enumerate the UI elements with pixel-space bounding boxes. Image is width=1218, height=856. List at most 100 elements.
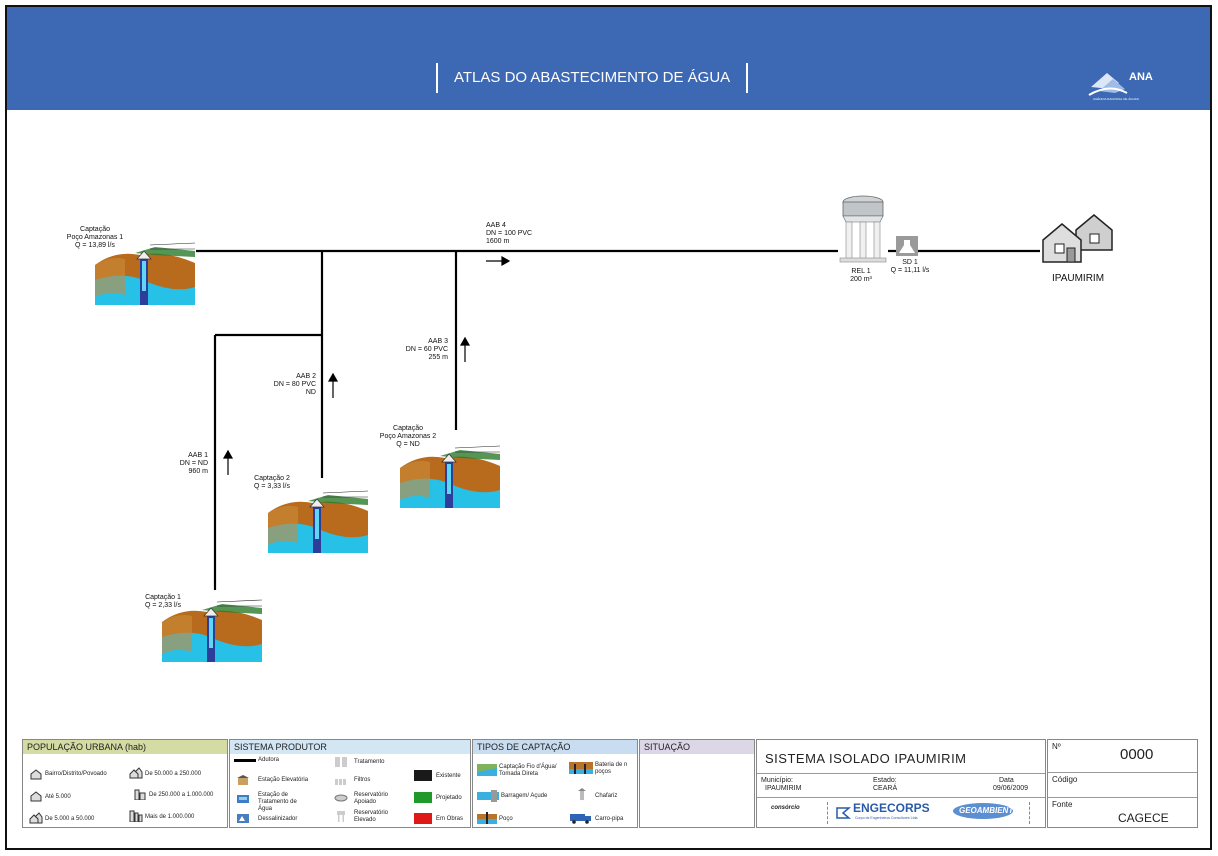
- legend-sistema-item: Dessalinizador: [258, 816, 298, 822]
- legend-situacao-header: SITUAÇÃO: [640, 740, 754, 754]
- legend-pop-item: De 250.000 a 1.000.000: [149, 792, 214, 798]
- legend-sistema-produtor: SISTEMA PRODUTOR Adutora Tratamento Esta…: [229, 739, 471, 828]
- estado-value: CEARÁ: [873, 785, 898, 792]
- treatment-small-icon: [335, 757, 347, 767]
- header-bar: ATLAS DO ABASTECIMENTO DE ÁGUA ANA AGÊNC…: [7, 7, 1210, 110]
- well-icon: [94, 242, 196, 306]
- engecorps-logo-icon: [836, 807, 851, 819]
- engecorps-subtext: Corpo de Engenheiros Consultores Ltda: [855, 816, 918, 820]
- house-icon: [30, 791, 42, 802]
- titleblock: SISTEMA ISOLADO IPAUMIRIM Município: IPA…: [756, 739, 1046, 828]
- atlas-sheet: ATLAS DO ABASTECIMENTO DE ÁGUA ANA AGÊNC…: [5, 5, 1212, 850]
- status-existente-label: Existente: [436, 773, 461, 779]
- legend-pop-item: Mais de 1.000.000: [145, 814, 195, 820]
- legend-tipos-item: Barragem/ Açude: [501, 793, 548, 799]
- data-value: 09/06/2009: [993, 785, 1029, 792]
- system-name: SISTEMA ISOLADO IPAUMIRIM: [765, 751, 967, 766]
- legend-pop-item: De 5.000 a 50.000: [45, 816, 95, 822]
- legend-sistema-item: Filtros: [354, 777, 371, 783]
- status-em-obras-label: Em Obras: [436, 816, 464, 822]
- water-supply-diagram: [94, 195, 1113, 663]
- water-truck-icon: [570, 814, 591, 824]
- fonte-label: Fonte: [1052, 800, 1073, 809]
- city-houses-icon: [1042, 214, 1113, 263]
- skyscrapers-icon: [129, 810, 143, 822]
- houses-icon: [29, 812, 43, 824]
- numero-label: Nº: [1052, 742, 1061, 751]
- code-block: Nº 0000 Código Fonte CAGECE: [1047, 739, 1198, 828]
- pump-station-icon: [237, 775, 249, 785]
- status-existente-swatch: [414, 770, 432, 781]
- codigo-label: Código: [1052, 775, 1078, 784]
- legend-tipos-item: Bateria de n poços: [595, 762, 628, 775]
- legend-tipos-item: Carro-pipa: [595, 816, 624, 822]
- ana-logo-text: ANA: [1129, 71, 1153, 83]
- fonte-value: CAGECE: [1118, 811, 1169, 825]
- house-small-icon: [30, 769, 42, 780]
- engecorps-logo: ENGECORPS: [853, 801, 930, 815]
- well-icon: [267, 490, 369, 554]
- legend-tipos-item: Captação Fio d'Água/ Tomada Direta: [499, 764, 557, 777]
- treatment-icon: [896, 236, 918, 256]
- legend-populacao: POPULAÇÃO URBANA (hab) Bairro/Distrito/P…: [22, 739, 228, 828]
- adutora-line-icon: [234, 759, 256, 762]
- estado-label: Estado:: [873, 777, 897, 784]
- geoambiente-logo: GEOAMBIENTE: [953, 802, 1021, 820]
- fountain-icon: [578, 788, 586, 800]
- ana-logo-subtext: AGÊNCIA NACIONAL DE ÁGUAS: [1093, 97, 1139, 101]
- legend-tipos-item: Poço: [499, 816, 513, 822]
- municipio-label: Município:: [761, 777, 793, 784]
- geoambiente-swoosh-icon: [953, 803, 1013, 819]
- data-label: Data: [999, 777, 1014, 784]
- municipio-value: IPAUMIRIM: [765, 785, 802, 792]
- legend-sistema-item: Estação de Tratamento de Água: [258, 792, 297, 812]
- status-projetado-swatch: [414, 792, 432, 803]
- legend-sistema-item: Adutora: [258, 757, 280, 763]
- ground-reservoir-icon: [334, 794, 348, 802]
- consorcio-label: consórcio: [771, 805, 800, 811]
- legend-populacao-header: POPULAÇÃO URBANA (hab): [23, 740, 227, 754]
- elevated-reservoir-icon: [839, 195, 887, 263]
- river-intake-icon: [477, 764, 497, 776]
- status-em-obras-swatch: [414, 813, 432, 824]
- city-label: IPAUMIRIM: [1052, 273, 1105, 284]
- legend-situacao: SITUAÇÃO: [639, 739, 755, 828]
- legend-tipos-item: Chafariz: [595, 793, 618, 799]
- well-small-icon: [477, 812, 497, 824]
- desalinator-icon: [237, 814, 249, 823]
- legend-sistema-item: Estação Elevatória: [258, 777, 309, 783]
- elevated-reservoir-small-icon: [337, 811, 345, 822]
- legend-sistema-item: Reservatório Elevado: [354, 810, 389, 823]
- geoambiente-text: GEOAMBIENTE: [959, 806, 1019, 815]
- numero-value: 0000: [1120, 746, 1154, 763]
- wells-battery-icon: [569, 762, 593, 774]
- ana-logo: ANA AGÊNCIA NACIONAL DE ÁGUAS: [1085, 65, 1175, 105]
- well-icon: [399, 445, 501, 509]
- page-title: ATLAS DO ABASTECIMENTO DE ÁGUA: [436, 63, 749, 93]
- legend-pop-item: Até 5.000: [45, 794, 71, 800]
- legend-tipos-header: TIPOS DE CAPTAÇÃO: [473, 740, 637, 754]
- water-treatment-station-icon: [237, 795, 249, 803]
- buildings-icon: [134, 789, 146, 800]
- legend-sistema-item: Tratamento: [354, 759, 385, 765]
- legend-tipos-captacao: TIPOS DE CAPTAÇÃO Captação Fio d'Água/ T…: [472, 739, 638, 828]
- filters-icon: [335, 779, 346, 785]
- dam-icon: [477, 790, 499, 802]
- ana-wave-icon: [1088, 73, 1128, 96]
- legend-panel: POPULAÇÃO URBANA (hab) Bairro/Distrito/P…: [22, 739, 1198, 828]
- legend-pop-item: De 50.000 a 250.000: [145, 771, 202, 777]
- legend-sistema-header: SISTEMA PRODUTOR: [230, 740, 470, 754]
- status-projetado-label: Projetado: [436, 795, 462, 801]
- houses-group-icon: [129, 767, 143, 779]
- legend-sistema-item: Reservatório Apoiado: [354, 792, 389, 805]
